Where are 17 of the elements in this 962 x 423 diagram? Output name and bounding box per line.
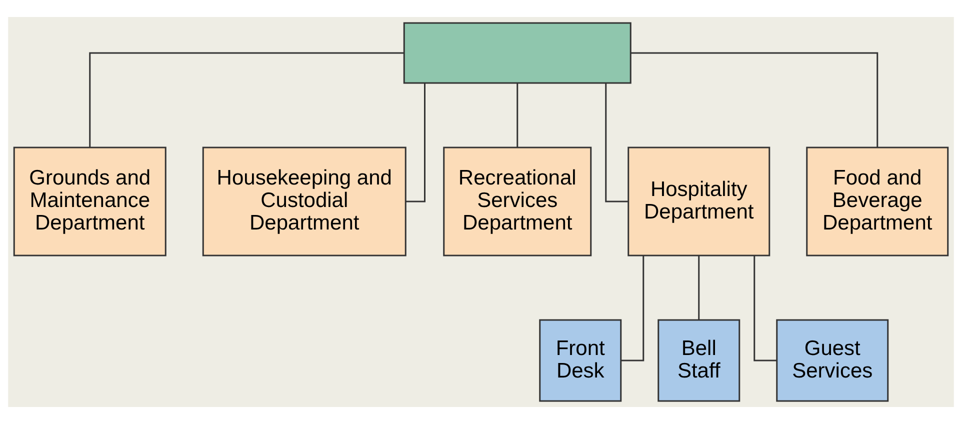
node-box: Hospitality Department	[628, 146, 770, 256]
connector	[605, 82, 628, 202]
connector	[621, 255, 644, 361]
node-box: Bell Staff	[658, 318, 740, 402]
node-box: Food and Beverage Department	[806, 146, 949, 256]
connector	[630, 52, 878, 147]
connector	[754, 255, 777, 361]
node-box: Housekeeping and Custodial Department	[202, 146, 406, 256]
node-box: Recreational Services Department	[443, 146, 592, 256]
node-box: Guest Services	[776, 318, 889, 402]
connector	[516, 82, 518, 147]
connector	[89, 52, 404, 147]
connector	[698, 255, 700, 320]
node-box	[403, 22, 632, 84]
node-box: Front Desk	[539, 318, 622, 402]
connector	[406, 82, 426, 202]
node-box: Grounds and Maintenance Department	[13, 146, 166, 256]
